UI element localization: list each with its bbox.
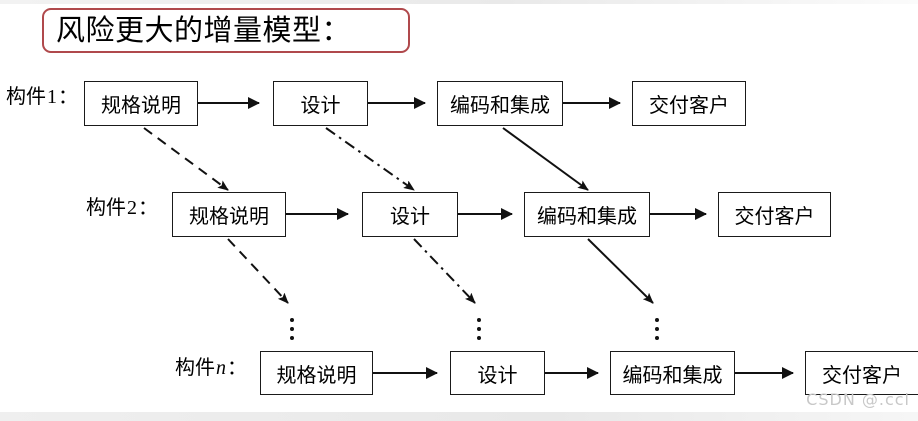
diagonal-arrow-row1-code-to-row2-code (502, 127, 589, 191)
diagonal-arrow-row1-spec-to-row2-spec (143, 127, 229, 191)
arrow-component-1-design-to-code (368, 97, 426, 109)
arrow-component-2-design-to-code (458, 208, 513, 220)
arrow-component-n-code-to-deliver (735, 367, 794, 379)
row-label-suffix: ： (227, 357, 247, 379)
row-label-prefix: 构件 (175, 357, 215, 379)
node-component-2-spec[interactable]: 规格说明 (172, 192, 286, 237)
node-component-1-spec[interactable]: 规格说明 (84, 81, 198, 126)
row-label-component-n: 构件n： (175, 358, 247, 378)
arrow-component-n-design-to-code (545, 367, 599, 379)
node-component-2-design[interactable]: 设计 (362, 192, 458, 237)
node-component-n-deliver-to-customer[interactable]: 交付客户 (805, 351, 918, 395)
arrow-component-1-spec-to-design (198, 97, 260, 109)
node-component-n-code-and-integrate[interactable]: 编码和集成 (610, 351, 735, 395)
row-label-index: 2 (127, 197, 137, 219)
arrow-component-n-spec-to-design (373, 367, 438, 379)
node-component-2-deliver-to-customer[interactable]: 交付客户 (718, 192, 831, 237)
node-component-1-design[interactable]: 设计 (273, 81, 368, 126)
vertical-ellipsis-design (476, 313, 482, 340)
diagonal-arrow-row2-spec-to-row3-spec (227, 238, 289, 304)
row-label-suffix: ： (58, 86, 78, 108)
row-label-component-1: 构件1： (6, 87, 78, 107)
title-box (42, 8, 410, 53)
node-component-n-design[interactable]: 设计 (450, 351, 545, 395)
arrow-component-2-code-to-deliver (650, 208, 707, 220)
diagonal-arrow-row2-code-to-row3-code (587, 238, 654, 304)
diagonal-arrow-row1-design-to-row2-design (325, 127, 415, 191)
node-component-2-code-and-integrate[interactable]: 编码和集成 (524, 192, 650, 237)
top-edge-band (0, 0, 918, 4)
vertical-ellipsis-spec (289, 313, 295, 340)
row-label-prefix: 构件 (86, 197, 126, 219)
row-label-index: 1 (47, 86, 57, 108)
row-label-prefix: 构件 (6, 86, 46, 108)
vertical-ellipsis-code (654, 313, 660, 340)
bottom-edge-band (0, 412, 918, 421)
row-label-index: n (216, 357, 226, 379)
row-label-component-2: 构件2： (86, 198, 158, 218)
page-title: 风险更大的增量模型： (56, 15, 352, 47)
arrow-component-1-code-to-deliver (563, 97, 621, 109)
arrow-component-2-spec-to-design (286, 208, 349, 220)
diagonal-arrow-row2-design-to-row3-design (413, 238, 476, 304)
node-component-n-spec[interactable]: 规格说明 (260, 351, 373, 395)
node-component-1-deliver-to-customer[interactable]: 交付客户 (632, 81, 746, 126)
node-component-1-code-and-integrate[interactable]: 编码和集成 (437, 81, 563, 126)
row-label-suffix: ： (138, 197, 158, 219)
csdn-watermark: CSDN @.ccl (806, 390, 910, 409)
